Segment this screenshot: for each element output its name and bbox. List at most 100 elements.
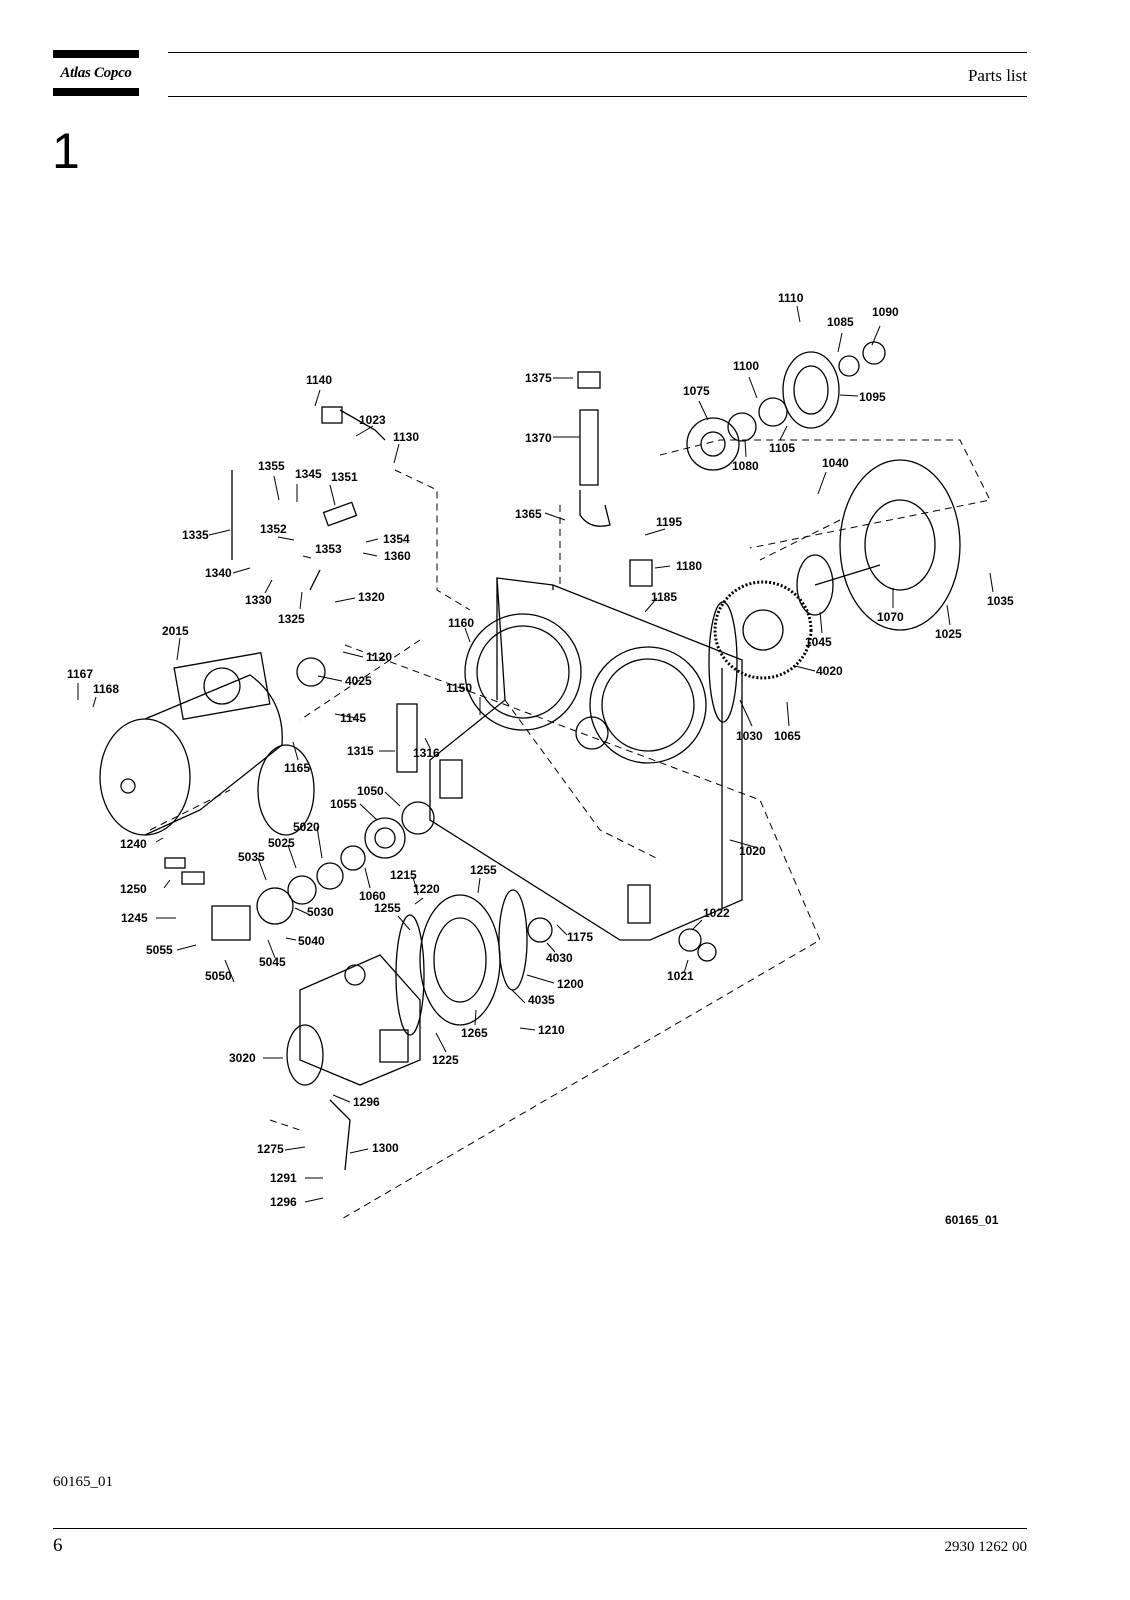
callout-label: 1080 — [732, 459, 759, 473]
callout-label: 1022 — [703, 906, 730, 920]
callout-label: 1150 — [446, 681, 472, 695]
callout-label: 1020 — [739, 844, 766, 858]
callout-label: 5025 — [268, 836, 295, 850]
flange-parts — [256, 341, 961, 1036]
callout-label: 1370 — [525, 431, 552, 445]
document-number: 2930 1262 00 — [944, 1539, 1028, 1555]
callout-label: 1195 — [656, 515, 682, 529]
callout-label: 1145 — [340, 711, 366, 725]
callout-label: 1025 — [935, 627, 962, 641]
callout-label: 1351 — [331, 470, 358, 484]
callout-label: 1035 — [987, 594, 1014, 608]
drawing-id: 60165_01 — [945, 1213, 999, 1227]
callout-leaders — [77, 305, 994, 1203]
callout-label: 1075 — [683, 384, 710, 398]
callout-label: 1168 — [93, 682, 119, 696]
callout-label: 1050 — [357, 784, 384, 798]
callout-label: 1275 — [257, 1142, 284, 1156]
callout-label: 4035 — [528, 993, 555, 1007]
callout-label: 1130 — [393, 430, 419, 444]
callout-label: 1325 — [278, 612, 305, 626]
diagram-artwork — [99, 341, 991, 1221]
callout-label: 4025 — [345, 674, 372, 688]
callout-label: 1085 — [827, 315, 854, 329]
callout-label: 4020 — [816, 664, 843, 678]
callout-label: 1210 — [538, 1023, 565, 1037]
callout-label: 3020 — [229, 1051, 256, 1065]
motor-assembly — [99, 652, 283, 836]
callout-label: 1215 — [390, 868, 417, 882]
callout-label: 1055 — [330, 797, 357, 811]
pump-assembly — [286, 954, 421, 1086]
callout-label: 5050 — [205, 969, 232, 983]
callout-label: 1045 — [805, 635, 832, 649]
callout-label: 1030 — [736, 729, 763, 743]
callout-label: 5040 — [298, 934, 325, 948]
callout-label: 1365 — [515, 507, 542, 521]
callout-label: 1250 — [120, 882, 147, 896]
callout-label: 1160 — [448, 616, 474, 630]
callout-label: 1167 — [67, 667, 93, 681]
callout-label: 1354 — [383, 532, 410, 546]
callout-label: 1185 — [651, 590, 677, 604]
logo-bar-bottom — [53, 88, 139, 96]
callout-label: 1095 — [859, 390, 886, 404]
callout-label: 1070 — [877, 610, 904, 624]
callout-label: 1200 — [557, 977, 584, 991]
callout-label: 1296 — [353, 1095, 380, 1109]
callout-label: 1040 — [822, 456, 849, 470]
callout-label: 1360 — [384, 549, 411, 563]
callout-label: 5045 — [259, 955, 286, 969]
callout-label: 1340 — [205, 566, 232, 580]
callout-label: 1060 — [359, 889, 386, 903]
page-number: 6 — [53, 1535, 63, 1556]
callout-label: 1352 — [260, 522, 287, 536]
gearbox-housing — [429, 577, 743, 941]
header-title: Parts list — [967, 66, 1027, 85]
callout-label: 1175 — [567, 930, 593, 944]
callout-label: 1315 — [347, 744, 374, 758]
logo-bar-top — [53, 50, 139, 58]
callout-label: 1353 — [315, 542, 342, 556]
callout-labels: 1110 1085 1090 1100 1095 1075 1080 1105 … — [67, 291, 1014, 1227]
callout-label: 2015 — [162, 624, 189, 638]
callout-label: 5035 — [238, 850, 265, 864]
callout-label: 1296 — [270, 1195, 297, 1209]
callout-label: 1021 — [667, 969, 694, 983]
callout-label: 1110 — [778, 291, 804, 305]
callout-label: 1105 — [769, 441, 795, 455]
callout-label: 1255 — [374, 901, 401, 915]
callout-label: 1165 — [284, 761, 310, 775]
callout-label: 1355 — [258, 459, 285, 473]
callout-label: 1180 — [676, 559, 702, 573]
callout-label: 1375 — [525, 371, 552, 385]
callout-label: 1316 — [413, 746, 440, 760]
callout-label: 5020 — [293, 820, 320, 834]
atlas-copco-logo: Atlas Copco — [53, 50, 139, 96]
callout-label: 1065 — [774, 729, 801, 743]
callout-label: 5030 — [307, 905, 334, 919]
callout-label: 1140 — [306, 373, 332, 387]
section-number: 1 — [52, 123, 80, 179]
callout-label: 1220 — [413, 882, 440, 896]
callout-label: 1245 — [121, 911, 148, 925]
callout-label: 1320 — [358, 590, 385, 604]
footer-figure-ref: 60165_01 — [53, 1474, 113, 1490]
assembly-lines — [149, 439, 991, 1221]
callout-label: 1345 — [295, 467, 322, 481]
callout-label: 1291 — [270, 1171, 297, 1185]
callout-label: 1330 — [245, 593, 272, 607]
callout-label: 1090 — [872, 305, 899, 319]
callout-label: 1265 — [461, 1026, 488, 1040]
callout-label: 1240 — [120, 837, 147, 851]
header-rule-bottom — [168, 96, 1027, 97]
callout-label: 4030 — [546, 951, 573, 965]
callout-label: 1023 — [359, 413, 386, 427]
header-rule-top — [168, 52, 1027, 53]
callout-label: 1120 — [366, 650, 392, 664]
logo-wordmark: Atlas Copco — [60, 65, 132, 81]
callout-label: 1100 — [733, 359, 759, 373]
footer-rule — [53, 1528, 1027, 1529]
callout-label: 5055 — [146, 943, 173, 957]
